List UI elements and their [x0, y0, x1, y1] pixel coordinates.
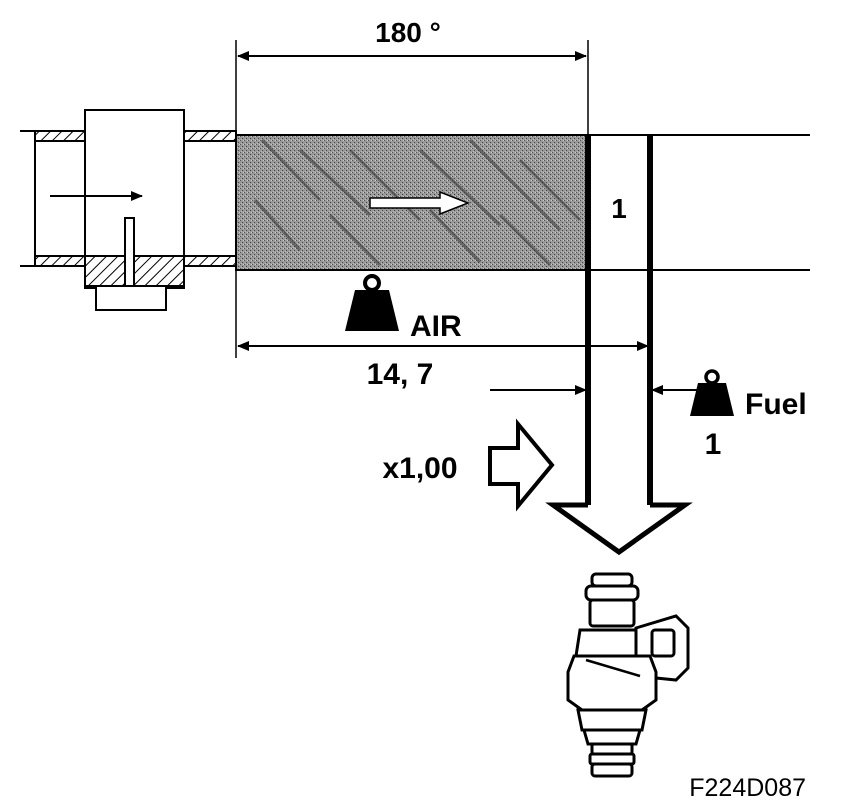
- air-label: AIR: [410, 310, 462, 343]
- air-ratio-label: 14, 7: [367, 358, 434, 391]
- manifold-duct: [585, 134, 810, 505]
- duct-number: 1: [611, 193, 627, 224]
- fuel-injector-icon: [566, 572, 690, 778]
- air-mass-block: [235, 134, 587, 271]
- air-flow-arrow: [369, 190, 471, 216]
- angle-dimension: [235, 40, 589, 135]
- figure-code: F224D087: [689, 774, 806, 802]
- multiplier-arrow-icon: [488, 418, 555, 512]
- air-flow-meter-icon: [84, 109, 185, 311]
- air-ratio-dimension: [235, 270, 649, 358]
- weight-icon: [345, 274, 399, 331]
- fuel-ratio-label: 1: [705, 428, 722, 461]
- fuel-flow-down-arrow: [545, 502, 693, 556]
- weight-icon: [690, 369, 734, 416]
- angle-label: 180 °: [375, 17, 441, 48]
- fuel-label: Fuel: [745, 388, 807, 421]
- multiplier-label: x1,00: [382, 452, 457, 485]
